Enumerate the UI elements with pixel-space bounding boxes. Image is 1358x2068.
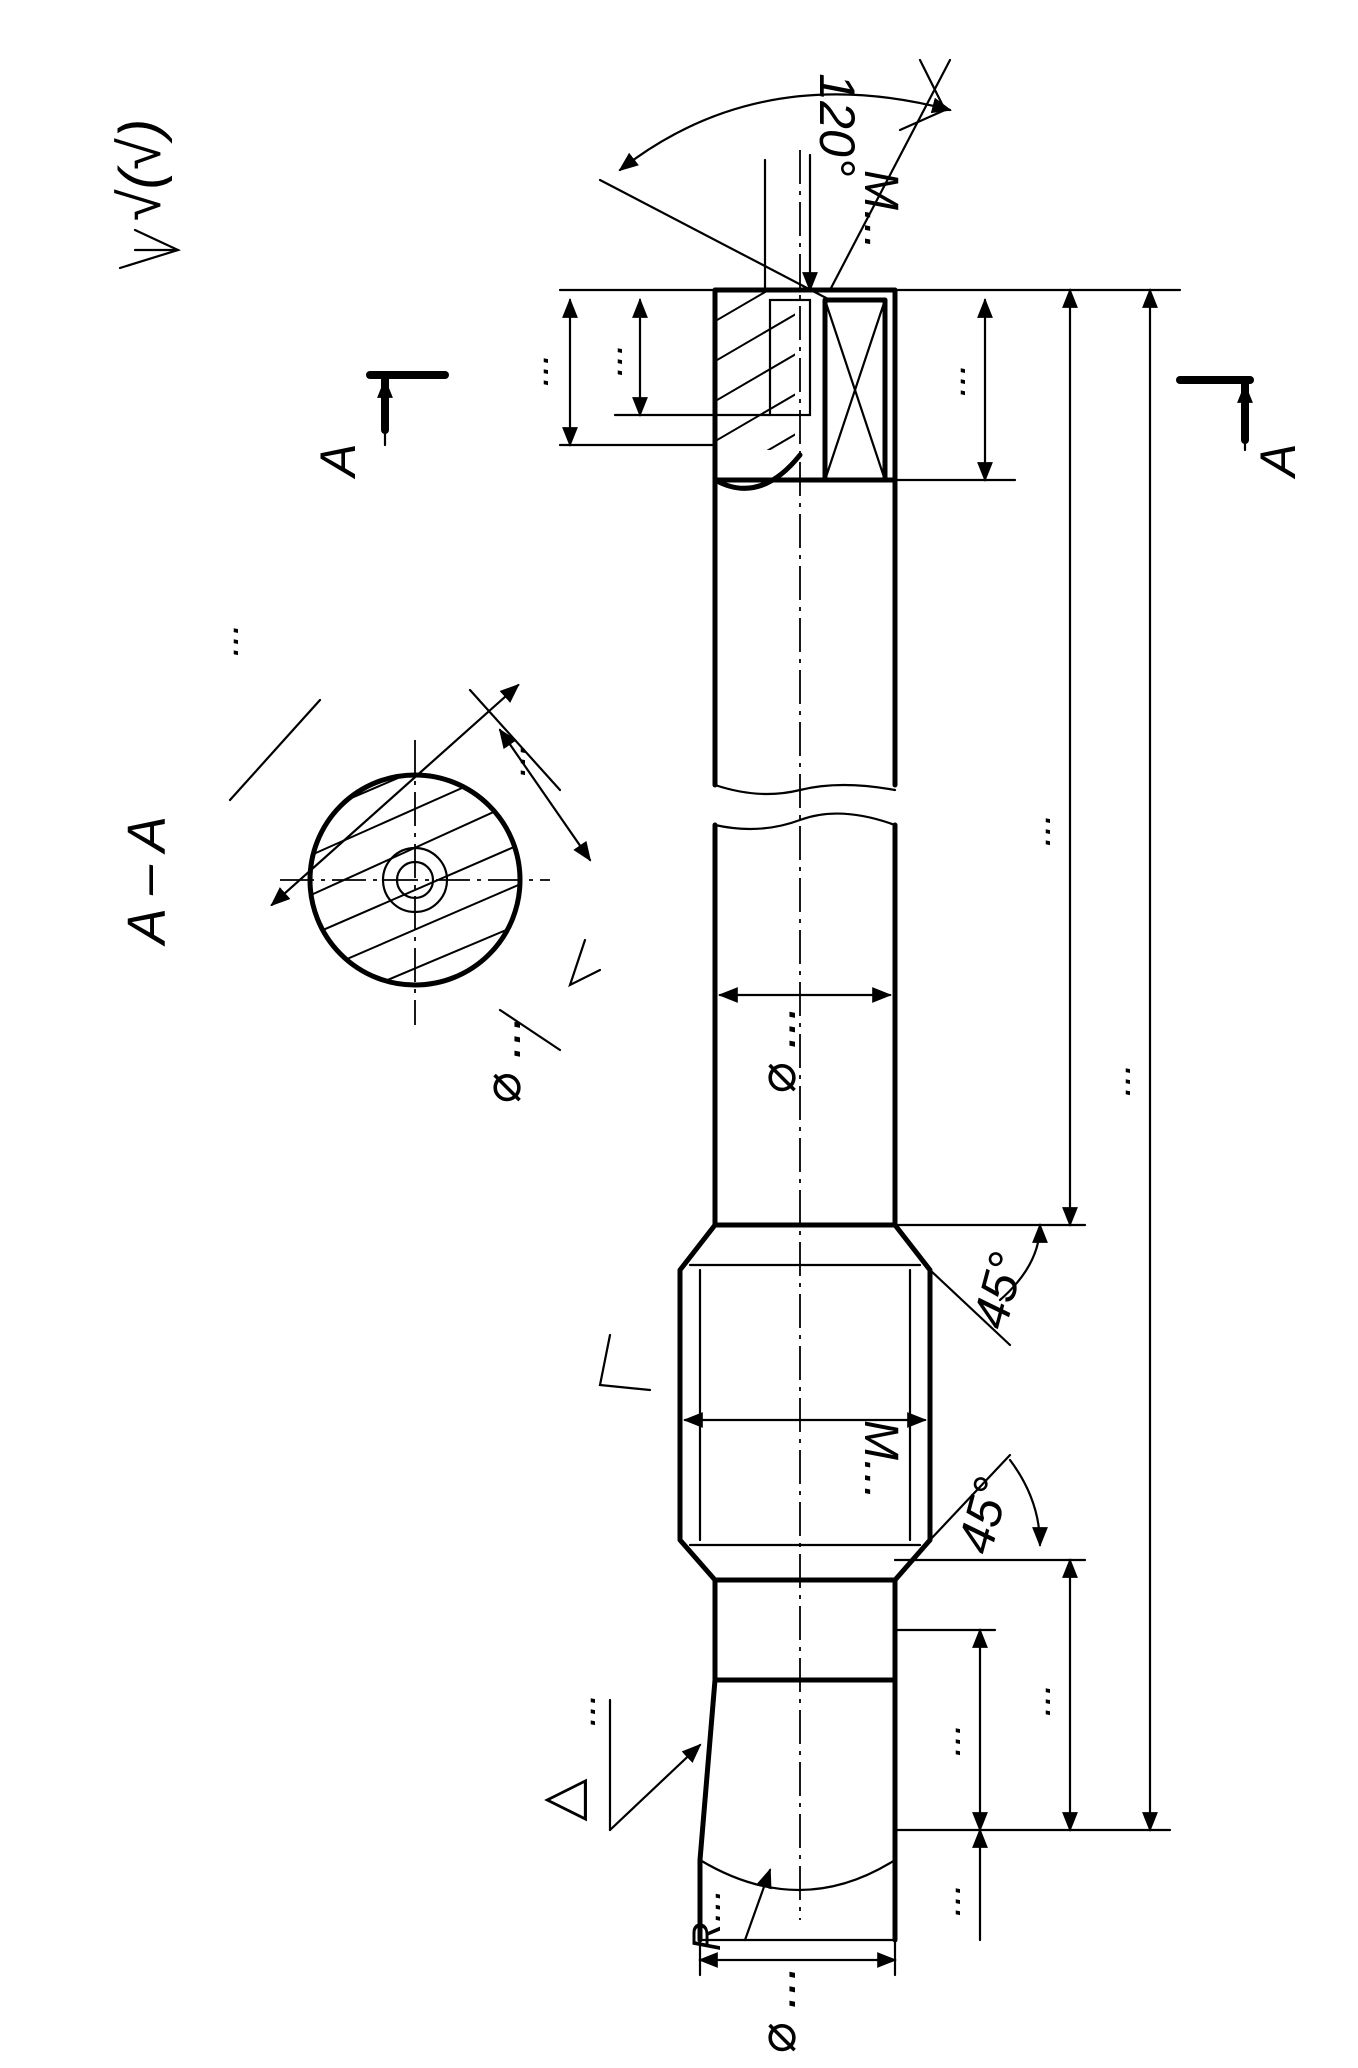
tolerance-symbol: △ — [529, 1778, 592, 1821]
countersink-angle — [598, 58, 952, 302]
break-line-lower — [713, 812, 897, 831]
overall-dimensions — [893, 288, 1172, 1942]
tapered-end — [697, 1677, 898, 1943]
threaded-collar — [677, 1222, 933, 1583]
dim-tip-length: ... — [925, 1883, 969, 1916]
section-mark-top-icon — [366, 371, 449, 447]
top-dimensions — [558, 288, 1182, 482]
chamfer-angle-upper: 45° — [962, 1247, 1036, 1335]
section-diameter: ⌀ ... — [474, 1015, 532, 1104]
thread-major-label: M... — [854, 1420, 907, 1500]
radius-label: R... — [685, 1889, 729, 1951]
surface-finish-general-icon — [118, 228, 182, 270]
section-a-a — [228, 683, 592, 1052]
dim-taper-length: ... — [925, 1723, 969, 1756]
dim-top-b: ... — [587, 343, 631, 376]
section-mark-bottom: A — [1250, 443, 1306, 479]
dim-top-c: ... — [930, 363, 974, 396]
countersink-angle-label: 120° — [809, 73, 865, 176]
section-mark-top: A — [310, 443, 366, 479]
section-finish-icon — [568, 938, 602, 988]
section-dimension-side: ... — [490, 743, 534, 776]
thread-end-label: M... — [854, 170, 907, 250]
chamfer-angle-lower: 45° — [947, 1472, 1021, 1560]
dim-overall-length: ... — [1095, 1063, 1139, 1096]
surface-finish-general: √(√) — [108, 119, 173, 221]
dim-shank-length: ... — [1015, 813, 1059, 846]
section-dimension-top: ... — [203, 623, 247, 656]
section-label: A – A — [117, 816, 177, 947]
chamfer-lower — [928, 1453, 1048, 1547]
taper-leader — [608, 1698, 702, 1832]
chamfer-upper — [928, 1223, 1048, 1347]
section-mark-bottom-icon — [1176, 376, 1254, 452]
thread-end-section — [712, 287, 898, 491]
break-line-upper — [713, 783, 897, 796]
collar-finish-icon — [598, 1333, 652, 1392]
end-diameter: ⌀ ... — [749, 1965, 807, 2054]
tolerance-value: ... — [560, 1693, 604, 1726]
neck — [712, 1577, 898, 1683]
shank-diameter: ⌀ ... — [749, 1005, 807, 1094]
end-finish-icon — [898, 58, 947, 132]
radius-leader — [743, 1868, 772, 1942]
dim-top-a: ... — [513, 353, 557, 386]
dim-lower-length: ... — [1015, 1683, 1059, 1716]
